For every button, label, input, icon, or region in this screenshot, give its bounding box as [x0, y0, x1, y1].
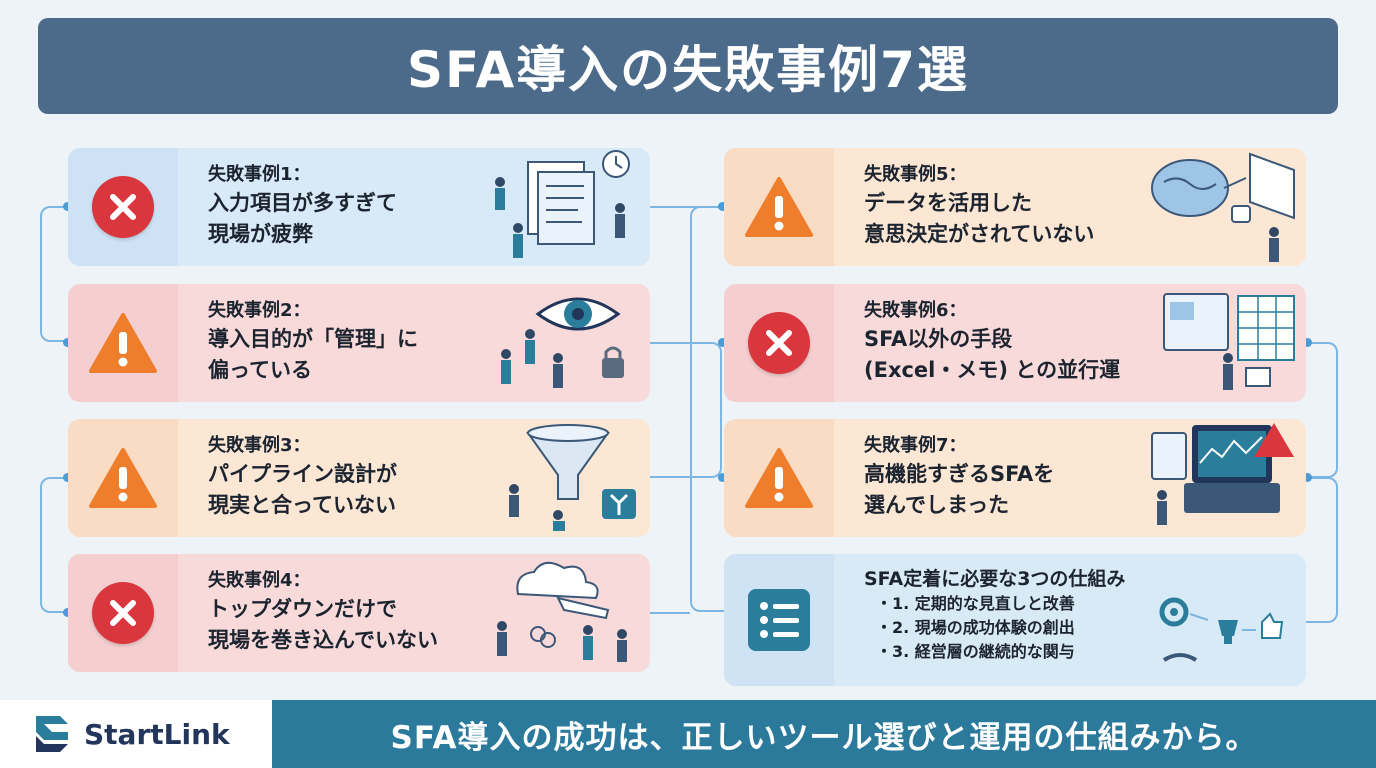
funnel-illustration [478, 419, 650, 537]
eye-illustration [478, 284, 650, 402]
case-text-line1: パイプライン設計が [208, 462, 397, 486]
warning-icon [89, 448, 157, 508]
connector-dot [718, 202, 727, 211]
connector-dot [1303, 473, 1312, 482]
case-label: 失敗事例5： [864, 164, 967, 185]
warning-icon [745, 177, 813, 237]
case-label: 失敗事例4： [208, 570, 311, 591]
summary-item: ・3. 経営層の継続的な関与 [876, 642, 1075, 661]
case-card-3: 失敗事例3： パイプライン設計が 現実と合っていない [68, 419, 650, 537]
case-card-1: 失敗事例1： 入力項目が多すぎて 現場が疲弊 [68, 148, 650, 266]
case-label: 失敗事例2： [208, 300, 311, 321]
connector-line [650, 206, 722, 208]
connector-line [40, 477, 68, 613]
brain-illustration [1134, 148, 1306, 266]
connector-dot [63, 202, 72, 211]
case-card-6: 失敗事例6： SFA以外の手段 (Excel・メモ) との並行運 [724, 284, 1306, 402]
warning-icon [89, 313, 157, 373]
connector-dot [63, 608, 72, 617]
case-card-5: 失敗事例5： データを活用した 意思決定がされていない [724, 148, 1306, 266]
summary-title: SFA定着に必要な3つの仕組み [864, 568, 1126, 590]
case-card-7: 失敗事例7： 高機能すぎるSFAを 選んでしまった [724, 419, 1306, 537]
connector-line [650, 342, 722, 478]
summary-item: ・1. 定期的な見直しと改善 [876, 594, 1075, 613]
case-text-line1: データを活用した [864, 191, 1032, 215]
connector-dot [718, 473, 727, 482]
success-flow-illustration [1134, 554, 1306, 686]
case-label: 失敗事例1： [208, 164, 311, 185]
connector-line [650, 612, 690, 614]
connector-dot [1303, 338, 1312, 347]
footer-logo: StartLink [0, 700, 272, 768]
case-text-line2: 偏っている [208, 358, 312, 382]
case-label: 失敗事例6： [864, 300, 967, 321]
connector-line [1306, 477, 1338, 623]
case-text-line1: 高機能すぎるSFAを [864, 462, 1055, 486]
footer-band: SFA導入の成功は、正しいツール選びと運用の仕組みから。 [272, 700, 1376, 768]
checklist-icon [748, 589, 810, 651]
case-text-line2: 意思決定がされていない [864, 222, 1095, 246]
connector-dot [63, 338, 72, 347]
cloud-pointing-hand-illustration [478, 554, 650, 672]
page-title: SFA導入の失敗事例7選 [407, 41, 969, 99]
title-bar: SFA導入の失敗事例7選 [38, 18, 1338, 114]
startlink-logo-icon [36, 716, 68, 752]
case-card-2: 失敗事例2： 導入目的が「管理」に 偏っている [68, 284, 650, 402]
documents-illustration [478, 148, 650, 266]
case-text-line1: トップダウンだけで [208, 597, 397, 621]
summary-item: ・2. 現場の成功体験の創出 [876, 618, 1075, 637]
connector-line [1306, 342, 1338, 478]
brand-name: StartLink [84, 717, 230, 751]
case-text-line2: 現場が疲弊 [208, 222, 313, 246]
case-text-line1: 入力項目が多すぎて [208, 191, 397, 215]
connector-dot [63, 473, 72, 482]
spreadsheet-illustration [1134, 284, 1306, 402]
case-text-line1: 導入目的が「管理」に [208, 327, 418, 351]
case-text-line2: 選んでしまった [864, 493, 1010, 517]
case-text-line2: 現場を巻き込んでいない [208, 628, 438, 652]
footer-tagline: SFA導入の成功は、正しいツール選びと運用の仕組みから。 [390, 719, 1258, 756]
x-circle-icon [92, 582, 154, 644]
warning-icon [745, 448, 813, 508]
case-label: 失敗事例7： [864, 435, 967, 456]
x-circle-icon [748, 312, 810, 374]
connector-dot [718, 338, 727, 347]
complex-console-illustration [1134, 419, 1306, 537]
case-label: 失敗事例3： [208, 435, 311, 456]
case-text-line2: 現実と合っていない [208, 493, 396, 517]
case-text-line2: (Excel・メモ) との並行運 [864, 358, 1121, 382]
connector-line [40, 206, 68, 342]
summary-card: SFA定着に必要な3つの仕組み ・1. 定期的な見直しと改善 ・2. 現場の成功… [724, 554, 1306, 686]
case-card-4: 失敗事例4： トップダウンだけで 現場を巻き込んでいない [68, 554, 650, 672]
case-text-line1: SFA以外の手段 [864, 327, 1013, 351]
x-circle-icon [92, 176, 154, 238]
connector-line [690, 206, 724, 612]
